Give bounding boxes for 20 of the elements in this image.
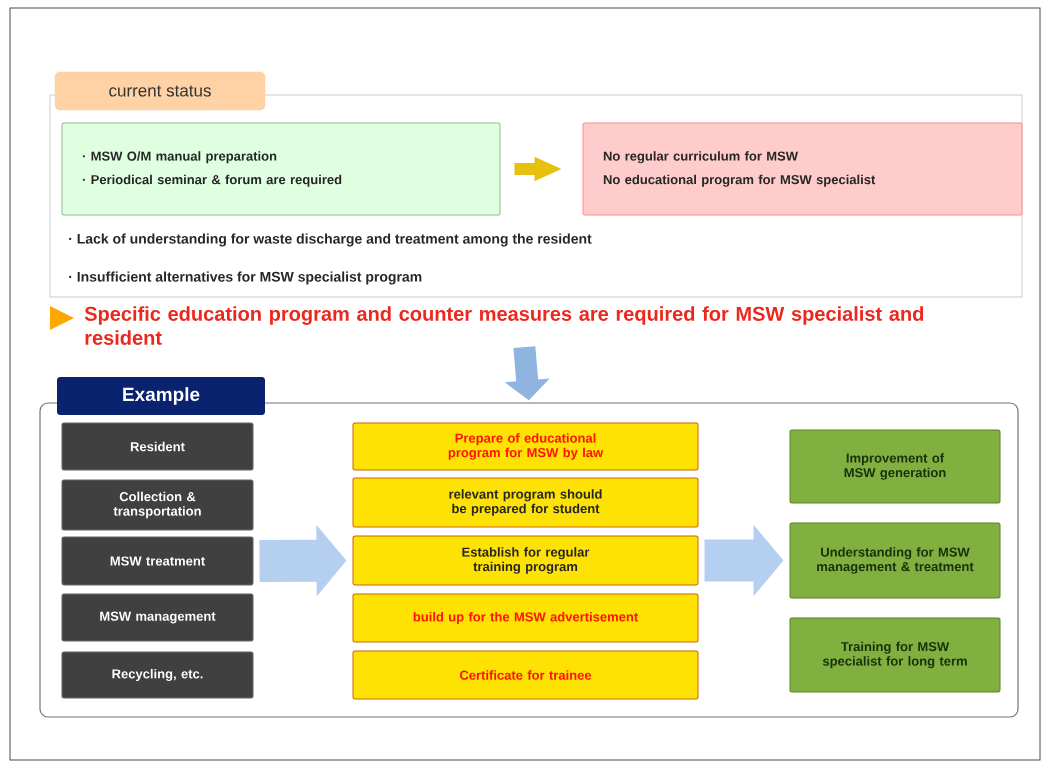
list-box: No regular curriculum for MSW No educational program for MSW specialist xyxy=(582,122,1023,216)
category-box: Collection & transportation xyxy=(61,479,254,531)
result-box: Understanding for MSW management & treatment xyxy=(789,522,1001,599)
action-box: Establish for regular training program xyxy=(352,535,699,586)
bullet-text: · Insufficient alternatives for MSW specialist program xyxy=(69,271,422,285)
category-box: Resident xyxy=(61,422,254,471)
action-box: Certificate for trainee xyxy=(352,650,699,700)
result-box: Improvement of MSW generation xyxy=(789,429,1001,504)
section-tab: Example xyxy=(57,377,265,415)
result-box: Training for MSW specialist for long term xyxy=(789,617,1001,693)
bullet-text: · Lack of understanding for waste discharge and treatment among the resident xyxy=(69,233,592,247)
action-box: relevant program should be prepared for student xyxy=(352,477,699,528)
list-box: · MSW O/M manual preparation · Periodical seminar & forum are required xyxy=(61,122,501,216)
conclusion-text: Specific education program and counter measures are required for MSW specialist and resident xyxy=(84,306,924,345)
section-tab: current status xyxy=(54,71,266,111)
category-box: MSW treatment xyxy=(61,536,254,586)
category-box: Recycling, etc. xyxy=(61,651,254,699)
action-box: build up for the MSW advertisement xyxy=(352,593,699,643)
category-box: MSW management xyxy=(61,593,254,642)
action-box: Prepare of educational program for MSW by law xyxy=(352,422,699,471)
